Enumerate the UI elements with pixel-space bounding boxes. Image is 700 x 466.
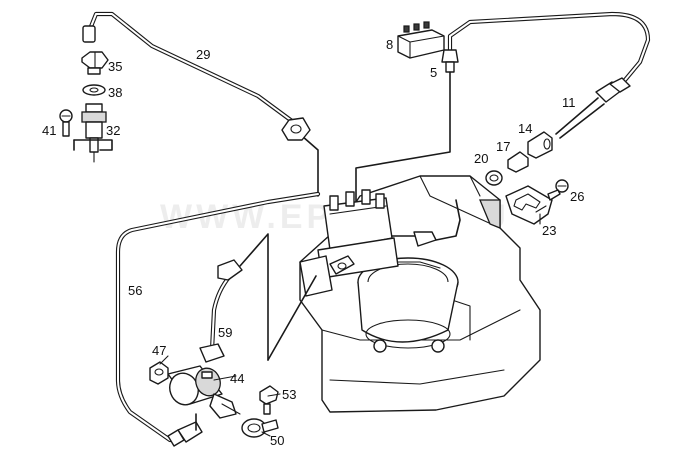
callout-38: 38: [108, 85, 123, 100]
injector-assembly: [59, 51, 113, 163]
seal-and-fittings-14-17-20: [485, 131, 553, 186]
fuel-line-5-11: [355, 11, 651, 209]
callout-14: 14: [518, 121, 533, 136]
callout-11: 11: [562, 95, 576, 110]
callout-8: 8: [386, 37, 394, 52]
callout-50: 50: [270, 433, 285, 448]
callout-35: 35: [108, 59, 123, 74]
callout-20: 20: [474, 151, 489, 166]
callout-47: 47: [152, 343, 167, 358]
clamp-50: [241, 418, 279, 438]
bolt-53: [259, 385, 279, 415]
callout-32: 32: [106, 123, 121, 138]
callout-5: 5: [430, 65, 438, 80]
callout-44: 44: [230, 371, 245, 386]
leader-lines: [159, 213, 541, 437]
fuel-distributor: [299, 189, 461, 297]
callout-26: 26: [570, 189, 585, 204]
callout-59: 59: [218, 325, 233, 340]
connector-block-8: [397, 21, 445, 59]
callout-23: 23: [542, 223, 557, 238]
clip-23: [505, 185, 553, 225]
callout-29: 29: [196, 47, 211, 62]
callout-41: 41: [42, 123, 57, 138]
sleeve-47: [149, 361, 169, 385]
throttle-body: [357, 257, 459, 353]
fuel-line-56: [115, 191, 321, 447]
fuel-line-59: [199, 233, 317, 363]
callout-17: 17: [496, 139, 511, 154]
callout-53: 53: [282, 387, 297, 402]
callout-56: 56: [128, 283, 143, 298]
pressure-regulator-44: [167, 365, 241, 431]
screw-26: [547, 179, 569, 201]
fuel-line-29: [82, 11, 319, 197]
